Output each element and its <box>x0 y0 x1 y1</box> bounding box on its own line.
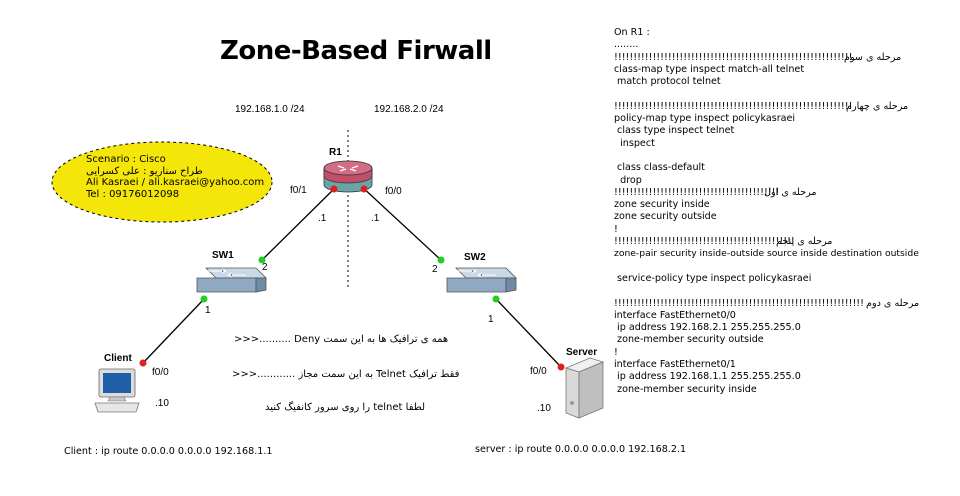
server-icon[interactable] <box>564 357 605 419</box>
config-line: ip address 192.168.2.1 255.255.255.0 <box>614 322 801 334</box>
server-label: Server <box>566 347 598 358</box>
step-label-4: مرحله ی چهارم <box>846 100 909 112</box>
port-dot-r1-f0-1 <box>330 185 338 193</box>
port-dot-client <box>139 359 147 367</box>
link-r1-sw1 <box>261 185 338 261</box>
ip-label-r1-left: .1 <box>318 213 327 224</box>
r1-config-block: On R1 : ........ !!!!!!!!!!!!!!!!!!!!!!!… <box>614 27 954 396</box>
config-separator: !!!!!!!!!!!!!!!!!!!!!!!!!!!!!!!!!!!!!!!!… <box>614 51 853 63</box>
config-line <box>614 88 954 100</box>
port-dot-r1-f0-0 <box>360 185 368 193</box>
config-line: zone-member security inside <box>614 383 757 395</box>
config-line-step4: !!!!!!!!!!!!!!!!!!!!!!!!!!!!!!!!!!!!!!!!… <box>614 101 954 113</box>
port-dot-sw1-2 <box>258 256 266 264</box>
config-line: On R1 : <box>614 27 650 38</box>
config-line <box>614 150 954 162</box>
config-line: class type inspect telnet <box>614 125 735 137</box>
port-label-sw2-down: 1 <box>488 314 494 325</box>
network-label-left: 192.168.1.0 /24 <box>235 104 305 115</box>
config-separator: !!!!!!!!!!!!!!!!!!!!!!!!!!!!!!!!!!!!!!!!… <box>614 186 780 198</box>
client-pc-icon[interactable] <box>94 368 140 413</box>
config-separator: !!!!!!!!!!!!!!!!!!!!!!!!!!!!!!!!!!!!!!!!… <box>614 297 864 309</box>
port-label-client: f0/0 <box>152 367 169 378</box>
router-icon[interactable] <box>323 160 373 193</box>
port-label-server: f0/0 <box>530 366 547 377</box>
sw2-label: SW2 <box>464 252 486 263</box>
port-dot-sw2-2 <box>437 256 445 264</box>
ip-label-client: .10 <box>155 398 169 409</box>
config-line: zone-member security outside <box>614 334 764 346</box>
switch-icon-sw2[interactable] <box>446 267 517 293</box>
config-line-step3: !!!!!!!!!!!!!!!!!!!!!!!!!!!!!!!!!!!!!!!!… <box>614 52 954 64</box>
config-line: ........ <box>614 39 639 51</box>
step-label-3: مرحله ی سوم <box>844 51 902 63</box>
config-line <box>614 261 954 273</box>
scenario-phone: Tel : 09176012098 <box>86 188 180 200</box>
config-line-step1: !!!!!!!!!!!!!!!!!!!!!!!!!!!!!!!!!!!!!!!!… <box>614 187 954 199</box>
config-line: match protocol telnet <box>614 76 721 88</box>
switch-icon-sw1[interactable] <box>196 267 267 293</box>
config-line: zone security inside <box>614 199 710 211</box>
note-deny: همه ی ترافیک ها به این سمت Deny ........… <box>234 334 449 345</box>
config-line: ! <box>614 223 618 235</box>
config-line: zone security outside <box>614 211 717 223</box>
port-label-sw1-down: 1 <box>205 305 211 316</box>
client-label: Client <box>104 353 132 364</box>
scenario-info: Scenario : Cisco طراح سناریو : علی کسرای… <box>86 154 264 200</box>
config-line: class-map type inspect match-all telnet <box>614 63 805 75</box>
config-separator: !!!!!!!!!!!!!!!!!!!!!!!!!!!!!!!!!!!!!!!!… <box>614 236 795 248</box>
config-line: class class-default <box>614 162 705 174</box>
step-label-1: مرحله ی اول <box>764 186 817 198</box>
scenario-line: Scenario : Cisco <box>86 154 166 165</box>
router-label: R1 <box>329 147 342 158</box>
page-title: Zone-Based Firwall <box>220 36 492 66</box>
link-r1-sw2 <box>360 185 442 261</box>
client-route: Client : ip route 0.0.0.0 0.0.0.0 192.16… <box>64 446 273 457</box>
config-line <box>614 285 954 297</box>
config-line: ! <box>614 346 618 358</box>
port-label-r1-left: f0/1 <box>290 185 307 196</box>
scenario-ellipse <box>51 141 273 223</box>
config-line: service-policy type inspect policykasrae… <box>614 272 812 284</box>
server-route: server : ip route 0.0.0.0 0.0.0.0 192.16… <box>475 444 687 455</box>
scenario-designer: طراح سناریو : علی کسرایی <box>86 165 203 177</box>
port-dot-server <box>557 363 565 371</box>
port-label-r1-right: f0/0 <box>385 186 402 197</box>
config-line: interface FastEthernet0/0 <box>614 309 736 321</box>
scenario-author: Ali Kasraei / ali.kasraei@yahoo.com <box>86 177 265 188</box>
config-line-step2: !!!!!!!!!!!!!!!!!!!!!!!!!!!!!!!!!!!!!!!!… <box>614 298 954 310</box>
config-line: zone-pair security inside-outside source… <box>614 248 919 260</box>
config-separator: !!!!!!!!!!!!!!!!!!!!!!!!!!!!!!!!!!!!!!!!… <box>614 100 853 112</box>
ip-label-server: .10 <box>537 403 551 414</box>
step-label-2: مرحله ی دوم <box>866 297 920 309</box>
port-label-sw2-up: 2 <box>432 264 438 275</box>
config-line: ip address 192.168.1.1 255.255.255.0 <box>614 371 801 383</box>
port-dot-sw1-1 <box>200 295 208 303</box>
config-line-step5: !!!!!!!!!!!!!!!!!!!!!!!!!!!!!!!!!!!!!!!!… <box>614 236 954 248</box>
step-label-5: مرحله ی پنجم <box>776 236 833 248</box>
sw1-label: SW1 <box>212 250 234 261</box>
ip-label-r1-right: .1 <box>371 213 380 224</box>
port-label-sw1-up: 2 <box>262 262 268 273</box>
config-line: policy-map type inspect policykasraei <box>614 113 796 125</box>
note-telnet: لطفا telnet را روی سرور کانفیگ کنید <box>265 402 426 413</box>
config-line: drop <box>614 174 642 186</box>
port-dot-sw2-1 <box>492 295 500 303</box>
config-line: inspect <box>614 137 655 149</box>
link-sw1-client <box>142 298 205 364</box>
config-line: interface FastEthernet0/1 <box>614 359 736 371</box>
network-label-right: 192.168.2.0 /24 <box>374 104 444 115</box>
note-allow: فقط ترافیک Telnet به این سمت مجاز ......… <box>232 369 460 380</box>
link-sw2-server <box>495 298 562 368</box>
